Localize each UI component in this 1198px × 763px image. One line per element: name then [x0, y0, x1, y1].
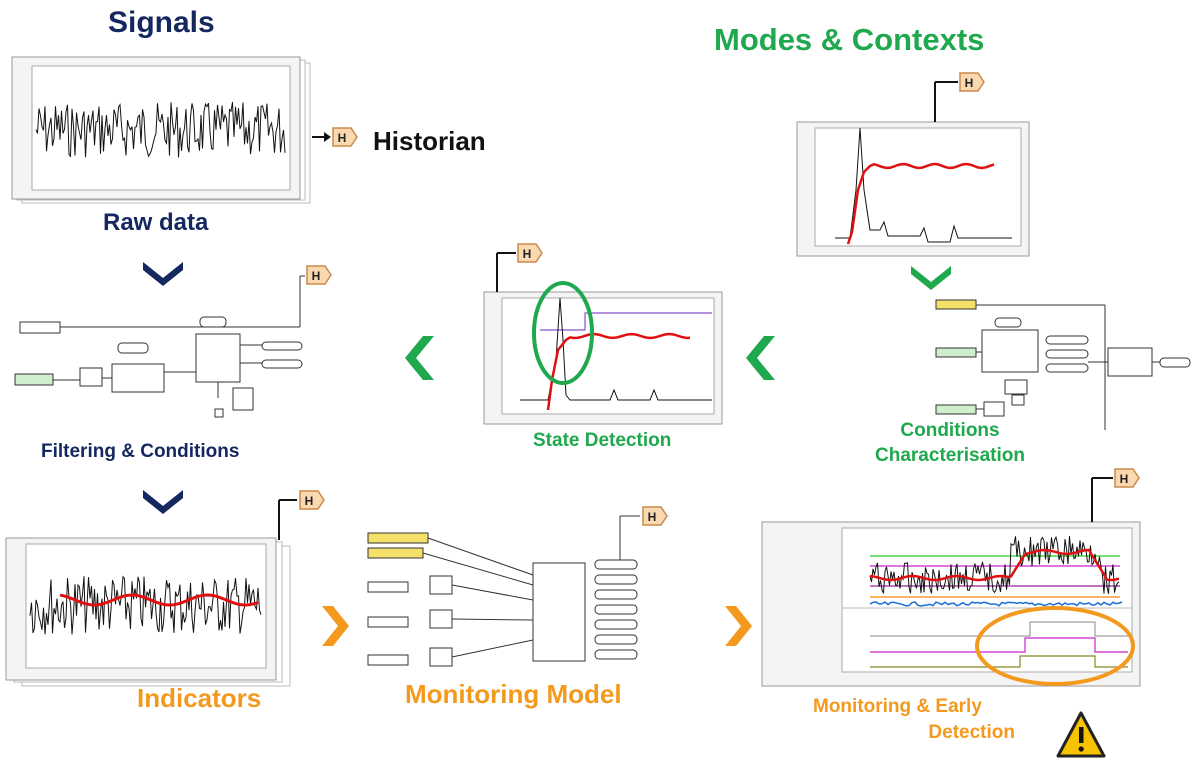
state-detection-chart — [483, 281, 723, 425]
warning-icon — [1056, 711, 1106, 758]
conditions-label: Conditions Characterisation — [870, 418, 1030, 468]
filtering-diagram — [14, 275, 305, 418]
historian-badge-icon — [1114, 468, 1140, 488]
indicators-label: Indicators — [137, 683, 262, 713]
monitoring-label-line1: Monitoring & Early — [813, 696, 982, 717]
monitoring-model-label: Monitoring Model — [405, 679, 622, 709]
conditions-label-line2: Characterisation — [875, 445, 1025, 466]
raw-data-chart — [11, 56, 311, 204]
chevron-left-icon — [746, 336, 775, 380]
historian-badge-icon — [517, 243, 543, 263]
chevron-left-icon — [405, 336, 434, 380]
modes-contexts-chart — [796, 121, 1030, 257]
monitoring-detection-chart — [761, 521, 1141, 687]
chevron-down-icon — [911, 266, 951, 290]
historian-badge-icon — [306, 265, 332, 285]
historian-badge-icon — [299, 490, 325, 510]
historian-badge-icon — [332, 127, 358, 147]
historian-label: Historian — [373, 126, 486, 156]
historian-badge-icon — [959, 72, 985, 92]
modes-contexts-title: Modes & Contexts — [714, 22, 985, 57]
historian-connector — [312, 127, 358, 147]
monitoring-label-line2: Detection — [928, 722, 1015, 743]
chevron-down-icon — [143, 490, 183, 514]
chevron-right-icon — [322, 606, 349, 646]
historian-badge-icon — [642, 506, 668, 526]
raw-data-label: Raw data — [103, 209, 209, 236]
signals-title: Signals — [108, 6, 215, 39]
monitoring-model-diagram — [367, 515, 640, 667]
chevron-right-icon — [725, 606, 752, 646]
filtering-label: Filtering & Conditions — [41, 441, 240, 462]
conditions-diagram — [935, 299, 1191, 430]
chevron-down-icon — [143, 262, 183, 286]
state-detection-label: State Detection — [533, 430, 672, 451]
indicators-chart — [5, 537, 291, 687]
conditions-label-line1: Conditions — [900, 420, 1000, 441]
monitoring-detection-label: Monitoring & Early Detection — [813, 694, 1015, 746]
